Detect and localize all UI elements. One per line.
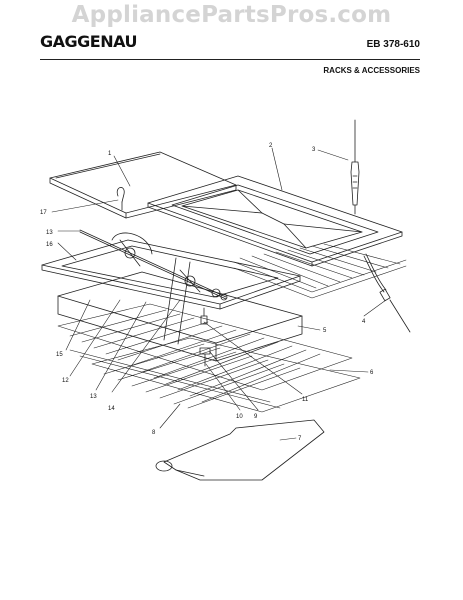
model-number: EB 378-610 bbox=[366, 39, 420, 50]
part-16-rotisserie-tray bbox=[41, 239, 301, 310]
callout-2: 2 bbox=[269, 143, 273, 149]
callout-11: 11 bbox=[302, 397, 309, 403]
part-13-rotisserie-spit bbox=[79, 229, 228, 301]
part-7-pizza-peel bbox=[155, 419, 325, 481]
callout-10: 10 bbox=[236, 414, 243, 420]
callout-5: 5 bbox=[323, 328, 327, 334]
watermark: AppliancePartsPros.com bbox=[71, 2, 392, 28]
hardware-parts bbox=[199, 307, 211, 367]
section-title: RACKS & ACCESSORIES bbox=[323, 66, 420, 75]
part-1-tray bbox=[49, 151, 237, 219]
callout-1: 1 bbox=[108, 151, 112, 157]
part-4-probe-cable bbox=[363, 253, 411, 333]
callout-9: 9 bbox=[254, 414, 258, 420]
part-3-meat-probe bbox=[350, 119, 360, 215]
callout-numbers: 1 2 3 4 5 6 7 8 9 10 11 12 13 13 14 15 1… bbox=[40, 143, 374, 442]
brand-logo: GAGGENAU bbox=[40, 32, 137, 51]
part-2-broiler-pan bbox=[147, 175, 403, 267]
callout-15: 15 bbox=[56, 352, 63, 358]
callout-17: 17 bbox=[40, 210, 47, 216]
part-6-wire-rack bbox=[57, 303, 353, 409]
callout-12: 12 bbox=[62, 378, 69, 384]
callout-7: 7 bbox=[298, 436, 302, 442]
leader-lines bbox=[51, 147, 387, 441]
callout-13-bottom: 13 bbox=[90, 394, 97, 400]
part-8-lower-rack bbox=[91, 337, 361, 413]
header-rule bbox=[40, 59, 420, 60]
callout-14: 14 bbox=[108, 406, 115, 412]
callout-13-top: 13 bbox=[46, 230, 53, 236]
callout-16: 16 bbox=[46, 242, 53, 248]
callout-8: 8 bbox=[152, 430, 156, 436]
callout-3: 3 bbox=[312, 147, 316, 153]
callout-4: 4 bbox=[362, 319, 366, 325]
part-17-hook bbox=[116, 187, 125, 211]
callout-6: 6 bbox=[370, 370, 374, 376]
